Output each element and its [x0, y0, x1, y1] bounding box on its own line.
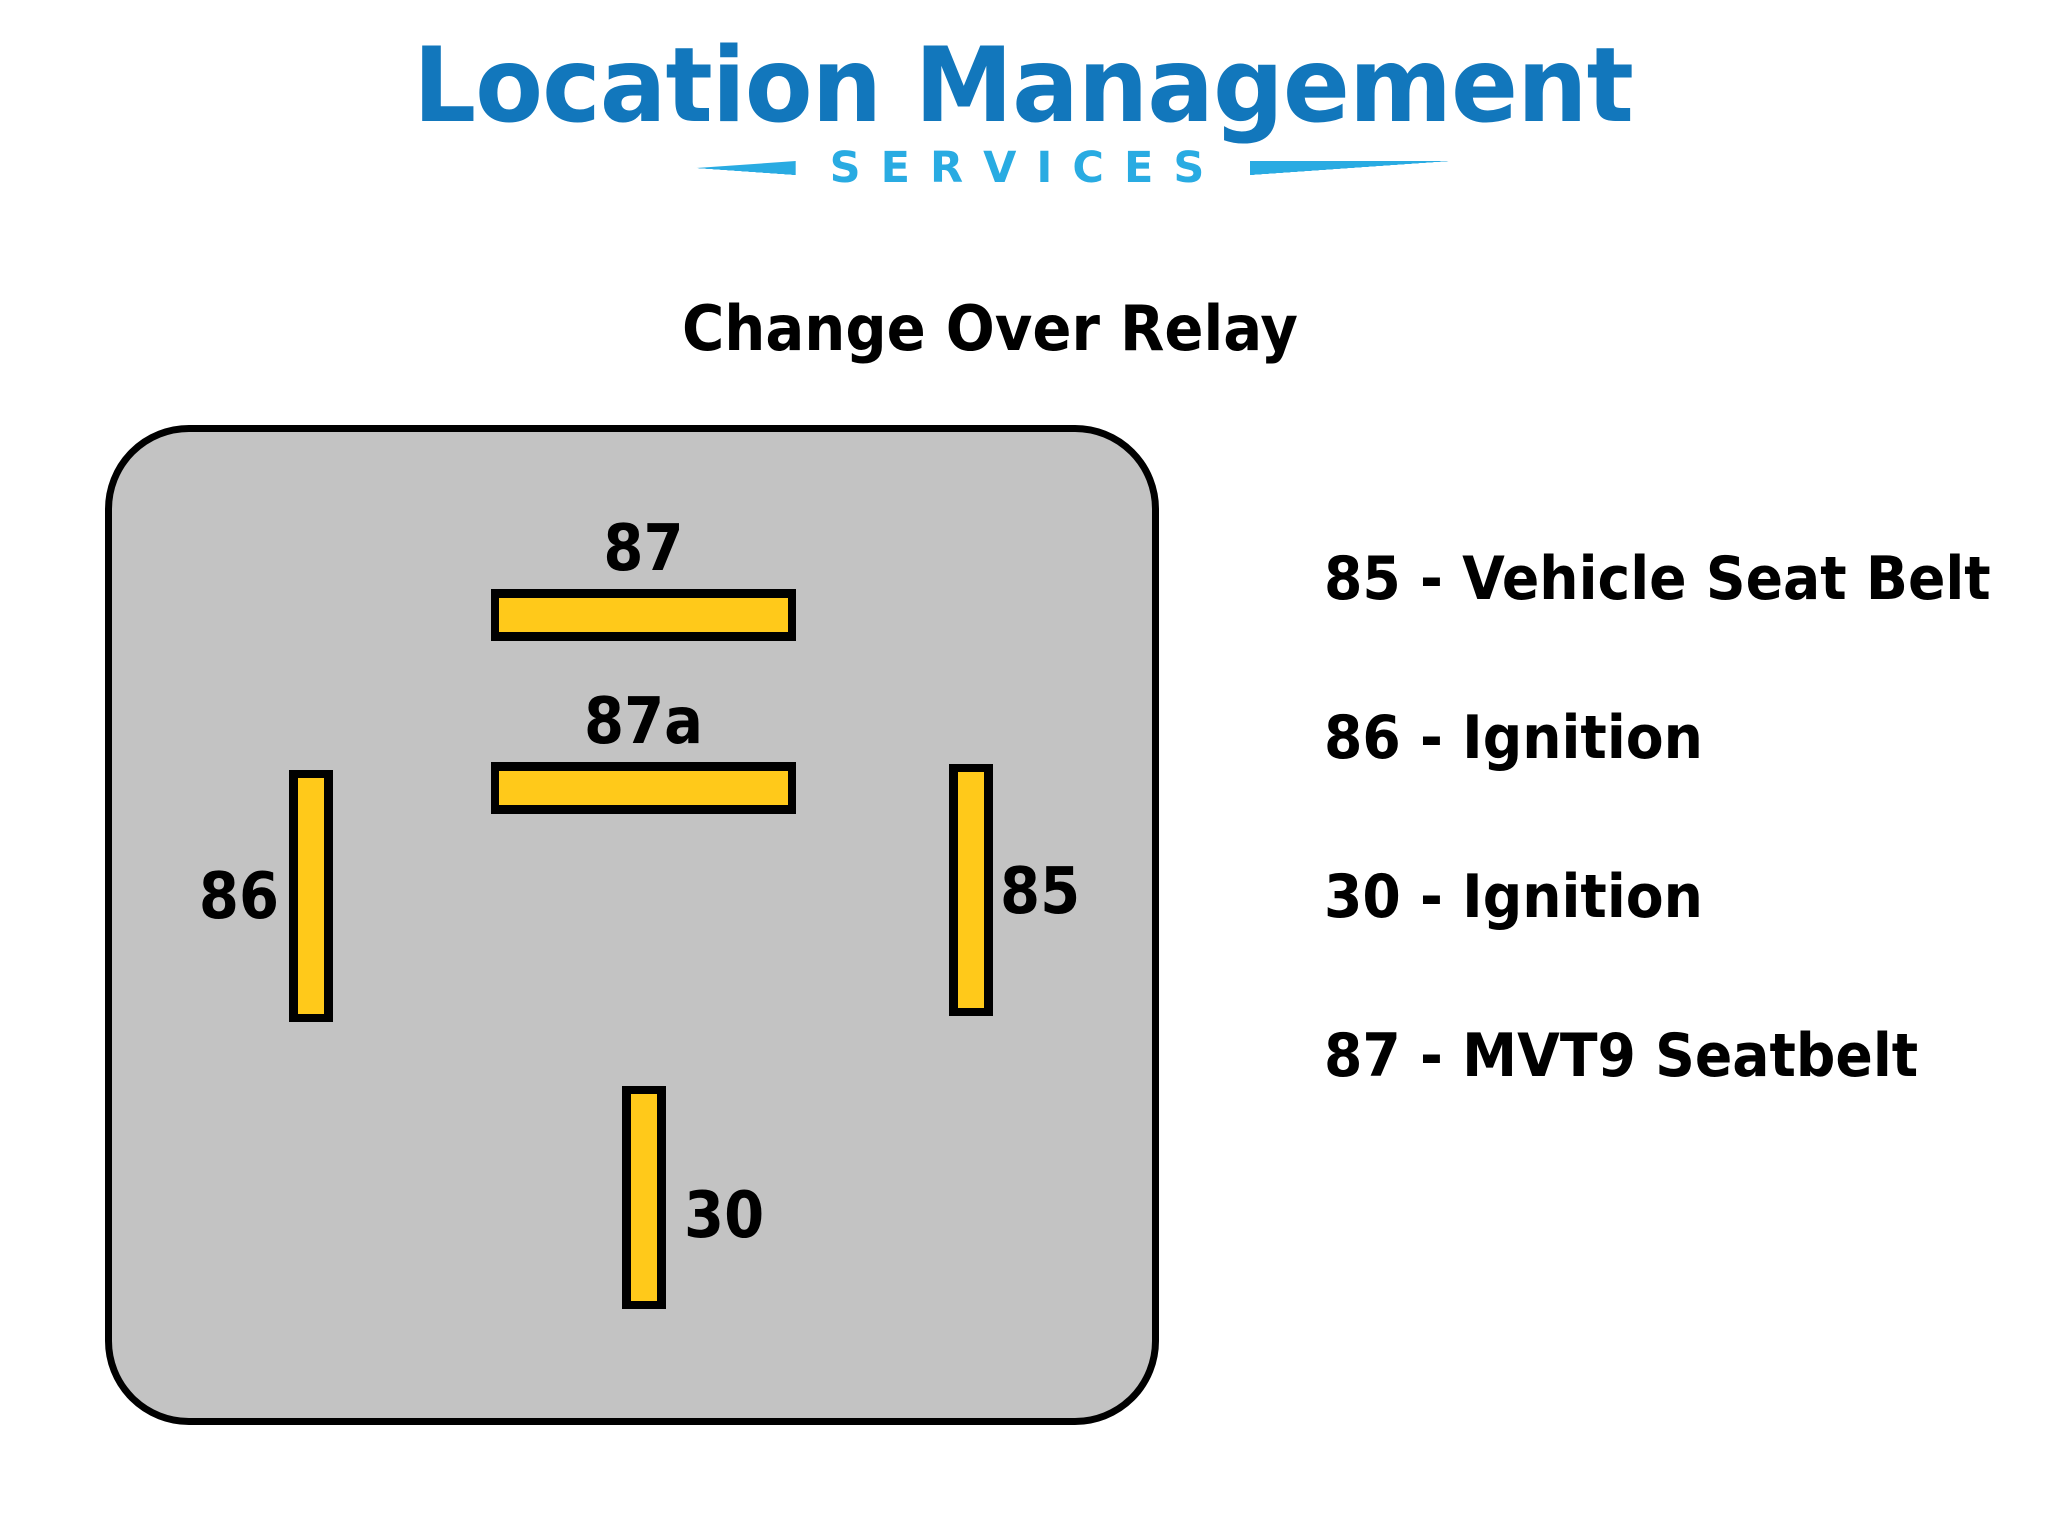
terminal-pin-87	[491, 589, 796, 641]
legend-item-85: 85 - Vehicle Seat Belt	[1324, 544, 1991, 614]
logo-wordmark: Location Management	[413, 26, 1634, 146]
diagram-title: Change Over Relay	[681, 292, 1298, 365]
terminal-pin-87a	[491, 762, 796, 814]
terminal-label-85: 85	[1000, 855, 1081, 929]
terminal-pin-30	[622, 1086, 666, 1309]
terminal-pin-86	[289, 770, 333, 1022]
relay-body: 87 87a 86 85 30	[105, 425, 1159, 1425]
logo-services-row: SERVICES	[0, 141, 2046, 195]
legend-item-30: 30 - Ignition	[1324, 862, 1703, 932]
terminal-label-87: 87	[603, 512, 684, 586]
company-logo: Location Management SERVICES	[0, 26, 2046, 224]
terminal-label-86: 86	[198, 860, 280, 934]
legend-item-87: 87 - MVT9 Seatbelt	[1324, 1021, 1919, 1091]
terminal-pin-85	[949, 764, 993, 1016]
logo-rule-right-icon	[1250, 161, 1451, 176]
logo-rule-left-icon	[595, 161, 796, 176]
terminal-label-87a: 87a	[583, 685, 704, 759]
logo-services-text: SERVICES	[829, 143, 1225, 194]
legend-item-86: 86 - Ignition	[1324, 703, 1703, 773]
pin-legend: 85 - Vehicle Seat Belt 86 - Ignition 30 …	[1324, 549, 2014, 1086]
terminal-label-30: 30	[684, 1179, 765, 1253]
